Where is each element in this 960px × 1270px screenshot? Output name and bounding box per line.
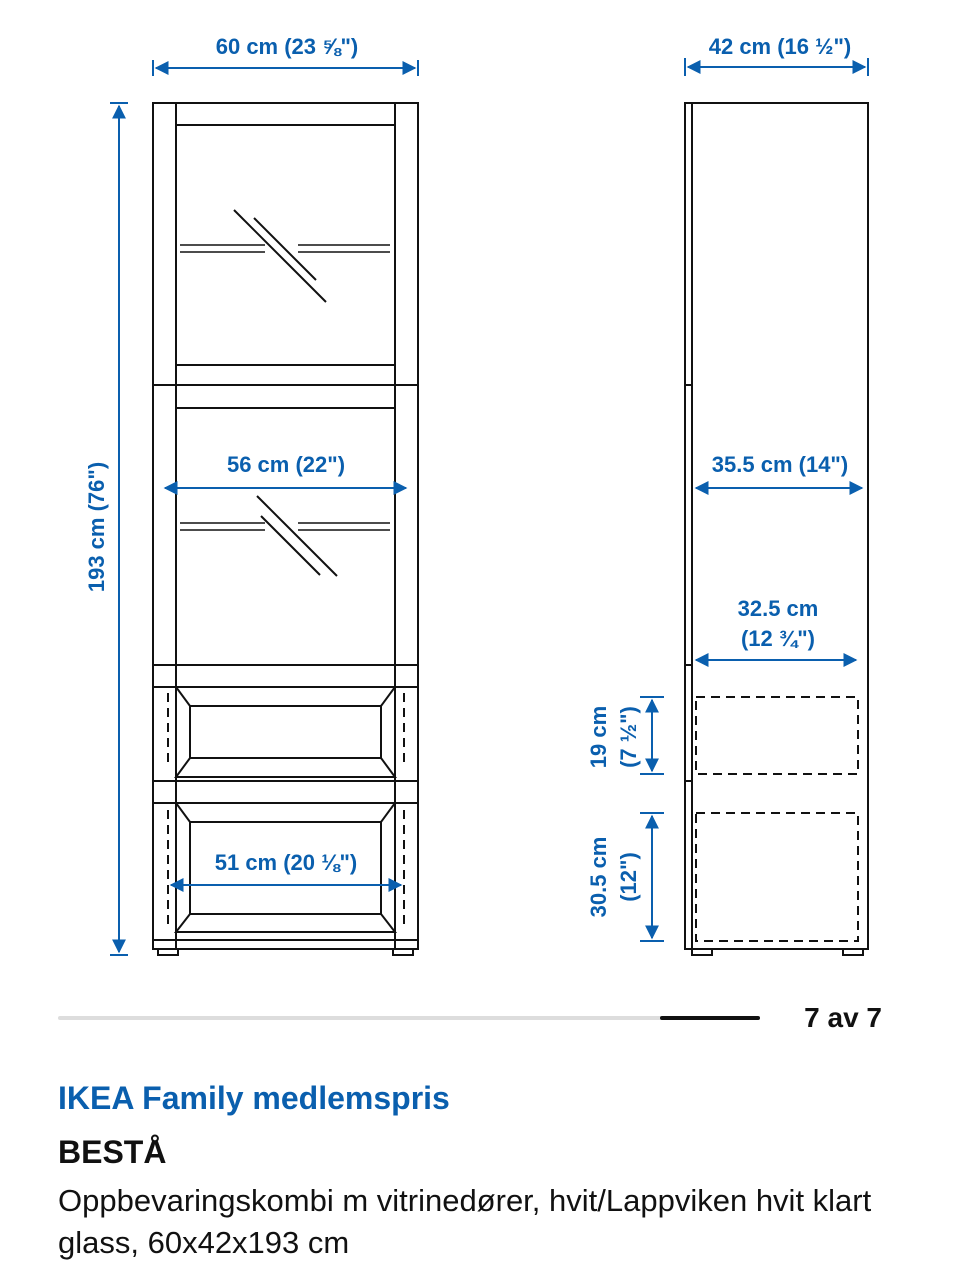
height-label: 193 cm (76") [84, 462, 109, 592]
inner-width-label: 56 cm (22") [227, 452, 345, 477]
drawer-large-height-line2: (12") [616, 852, 641, 902]
product-description: Oppbevaringskombi m vitrinedører, hvit/L… [58, 1183, 872, 1260]
product-dimension-drawing: 60 cm (23 ⅝") 193 cm (76") [84, 34, 869, 956]
drawer-large-height-line1: 30.5 cm [586, 837, 611, 918]
product-name: BESTÅ [58, 1134, 167, 1170]
side-view: 42 cm (16 ½") 35.5 cm (14") 32.5 cm (12 … [586, 34, 869, 956]
family-price-label: IKEA Family medlemspris [58, 1080, 450, 1116]
carousel-progress-thumb[interactable] [660, 1016, 760, 1020]
width-label: 60 cm (23 ⅝") [216, 34, 359, 59]
carousel-counter: 7 av 7 [804, 1002, 882, 1033]
drawer-depth-label-line1: 32.5 cm [738, 596, 819, 621]
drawer-small-height-line1: 19 cm [586, 706, 611, 768]
drawer-small-height-line2: (7 ½") [616, 706, 641, 768]
carousel-progress-track[interactable] [58, 1016, 760, 1020]
drawer-width-label: 51 cm (20 ⅛") [215, 850, 358, 875]
drawer-depth-label-line2: (12 ¾") [741, 626, 815, 651]
depth-label: 42 cm (16 ½") [709, 34, 852, 59]
inner-depth-label: 35.5 cm (14") [712, 452, 848, 477]
front-view: 60 cm (23 ⅝") 193 cm (76") [84, 34, 419, 956]
